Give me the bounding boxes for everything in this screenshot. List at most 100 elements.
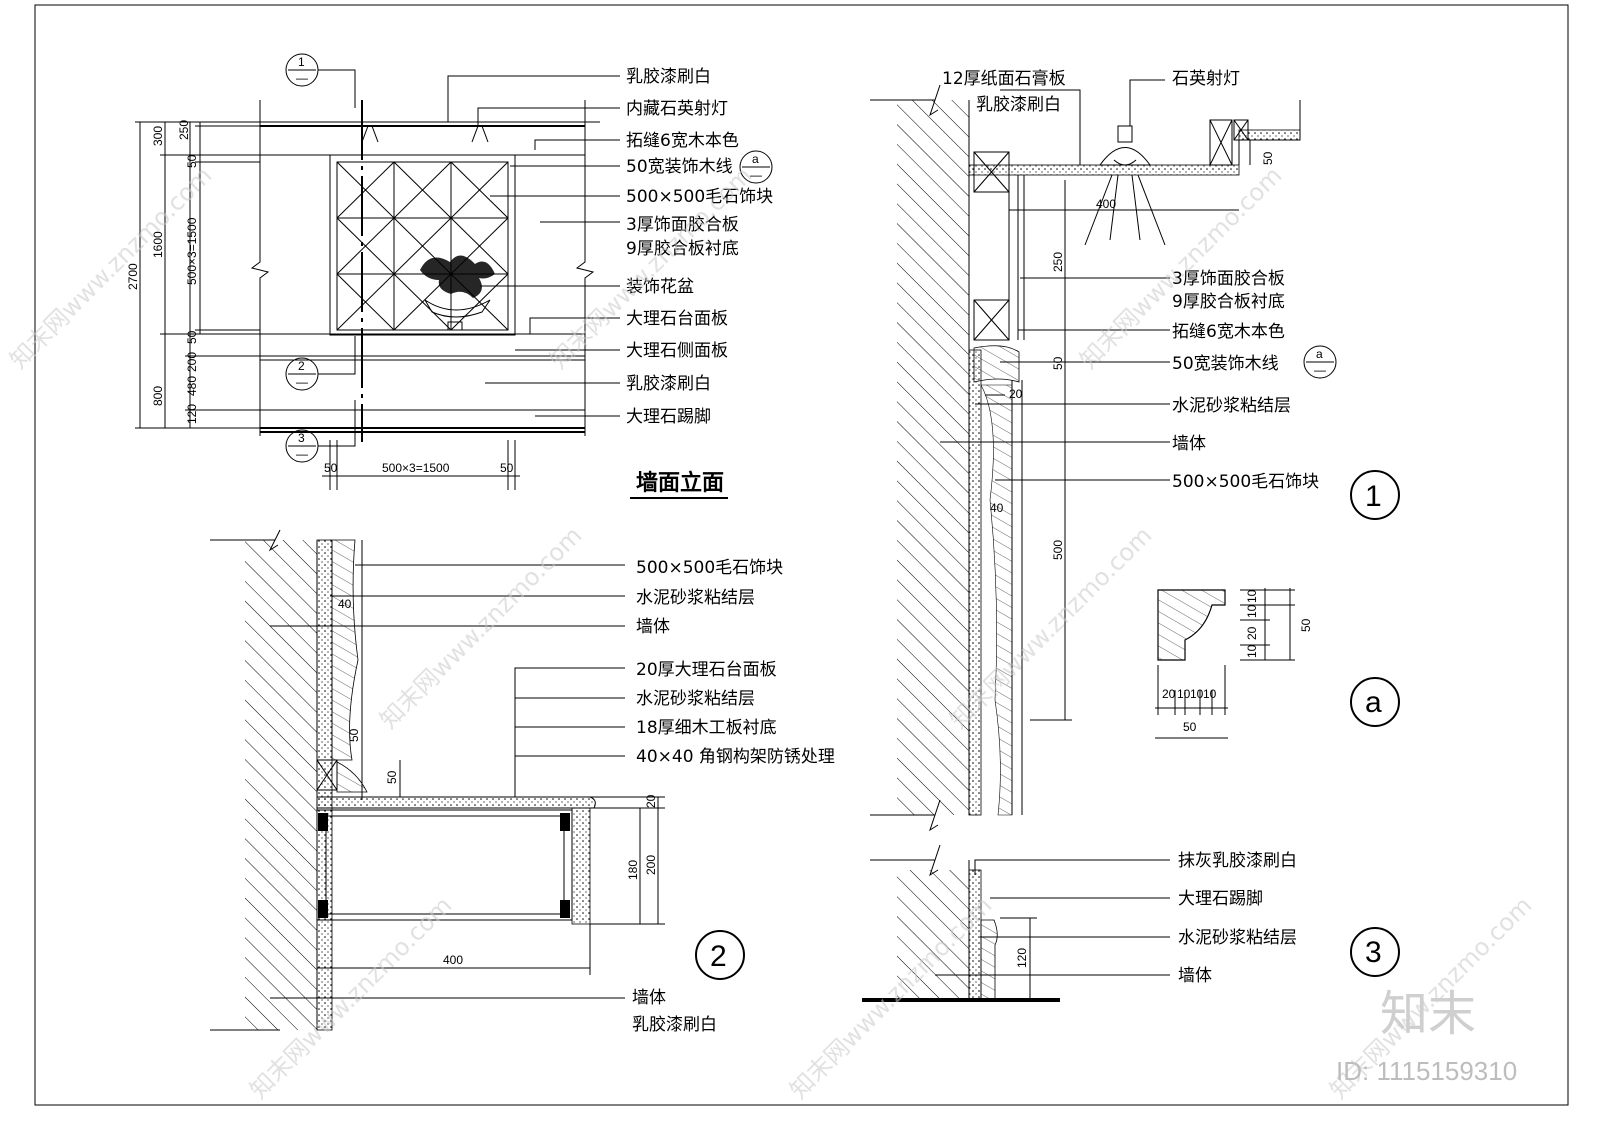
svg-text:400: 400 [1096, 197, 1116, 211]
svg-text:20: 20 [644, 794, 658, 808]
section-1-label: 乳胶漆刷白 [976, 95, 1061, 115]
svg-text:800: 800 [151, 386, 165, 406]
section-1-drawing [870, 79, 1301, 832]
svg-text:20: 20 [1162, 687, 1176, 701]
svg-text:20: 20 [1245, 626, 1259, 640]
svg-text:250: 250 [177, 120, 191, 140]
svg-text:50: 50 [1299, 618, 1313, 632]
detail-marker-a [739, 150, 773, 184]
svg-text:1600: 1600 [151, 231, 165, 258]
section-marker-1 [285, 53, 356, 108]
elevation-label: 乳胶漆刷白 [626, 374, 711, 394]
section-3-number: 3 [1350, 927, 1400, 977]
svg-text:50: 50 [347, 728, 361, 742]
svg-text:2700: 2700 [126, 263, 140, 290]
section-1-label: 500×500毛石饰块 [1172, 472, 1319, 492]
elevation-label: 内藏石英射灯 [626, 99, 728, 119]
elevation-title: 墙面立面 [636, 470, 724, 496]
section-2-drawing [210, 529, 665, 1031]
section-1-number: 1 [1350, 470, 1400, 520]
svg-text:10: 10 [1245, 604, 1259, 618]
svg-text:200: 200 [644, 855, 658, 875]
svg-text:400: 400 [443, 953, 463, 967]
elevation-label: 大理石踢脚 [626, 407, 711, 427]
elevation-label: 拓缝6宽木本色 [626, 131, 739, 151]
marker-1-number: 1 [298, 55, 305, 69]
spotlight-icon [471, 125, 489, 143]
section-1-label: 拓缝6宽木本色 [1172, 322, 1285, 342]
section-2-label-list: 500×500毛石饰块 水泥砂浆粘结层 墙体 20厚大理石台面板 水泥砂浆粘结层… [632, 558, 835, 1035]
svg-text:知末网www.znzmo.com: 知末网www.znzmo.com [374, 521, 587, 734]
svg-text:40: 40 [990, 501, 1004, 515]
detail-a-number: a [1350, 677, 1400, 727]
svg-text:10: 10 [1190, 687, 1204, 701]
section-2-label: 20厚大理石台面板 [636, 660, 777, 680]
brand-logo: 知末 [1380, 986, 1476, 1042]
section-1-label-list: 12厚纸面石膏板 乳胶漆刷白 石英射灯 3厚饰面胶合板 9厚胶合板衬底 拓缝6宽… [942, 68, 1319, 492]
spotlight-icon [361, 125, 379, 143]
svg-text:10: 10 [1203, 687, 1217, 701]
svg-text:180: 180 [626, 860, 640, 880]
section-3-label: 水泥砂浆粘结层 [1178, 928, 1297, 948]
svg-text:知末网www.znzmo.com: 知末网www.znzmo.com [1074, 161, 1287, 374]
svg-text:40: 40 [338, 597, 352, 611]
wall-elevation [135, 100, 600, 490]
section-marker-2 [285, 336, 356, 391]
svg-text:50: 50 [185, 154, 199, 168]
section-3-label: 墙体 [1178, 966, 1212, 986]
section-1-label: 3厚饰面胶合板 [1172, 269, 1285, 289]
detail-a-drawing [1155, 588, 1295, 739]
stone-block-grid [336, 161, 509, 331]
svg-text:480: 480 [185, 376, 199, 396]
svg-text:2: 2 [710, 940, 727, 973]
flower-pot-icon [420, 255, 495, 331]
svg-text:50: 50 [385, 770, 399, 784]
section-2-dimensions: 40 50 50 20 180 200 400 [338, 597, 658, 967]
svg-text:10: 10 [1245, 589, 1259, 603]
elevation-leaders [447, 75, 620, 417]
svg-text:50: 50 [324, 461, 338, 475]
section-3-label-list: 抹灰乳胶漆刷白 大理石踢脚 水泥砂浆粘结层 墙体 [1178, 851, 1297, 986]
marker-2-sheet: — [296, 375, 308, 389]
svg-text:50: 50 [1051, 356, 1065, 370]
section-2-label: 40×40 角钢构架防锈处理 [636, 747, 835, 767]
section-3-drawing [862, 844, 1170, 1002]
svg-text:20: 20 [1009, 387, 1023, 401]
section-3-label: 抹灰乳胶漆刷白 [1178, 851, 1297, 871]
sheet-border [34, 4, 1569, 1106]
section-1-label: 石英射灯 [1172, 69, 1240, 89]
elevation-label: 500×500毛石饰块 [626, 187, 773, 207]
elevation-label-list: 乳胶漆刷白 内藏石英射灯 拓缝6宽木本色 50宽装饰木线 500×500毛石饰块… [626, 67, 773, 427]
section-1-label: 墙体 [1172, 434, 1206, 454]
elevation-label: 50宽装饰木线 [626, 157, 733, 177]
svg-text:500×3=1500: 500×3=1500 [382, 461, 450, 475]
section-1-dimensions: 400 50 250 50 20 40 500 [990, 151, 1275, 560]
section-2-label: 墙体 [632, 988, 666, 1008]
marker-3-number: 3 [298, 431, 305, 445]
svg-text:50: 50 [500, 461, 514, 475]
svg-text:10: 10 [1177, 687, 1191, 701]
section-marker-3 [285, 400, 356, 463]
svg-text:—: — [1314, 363, 1326, 377]
elevation-label: 装饰花盆 [626, 277, 694, 297]
svg-text:300: 300 [151, 126, 165, 146]
svg-text:50: 50 [1261, 151, 1275, 165]
elevation-dimensions: 300 1600 800 2700 250 50 500×3=1500 50 2… [126, 120, 514, 475]
elevation-label: 3厚饰面胶合板 [626, 215, 739, 235]
svg-text:120: 120 [185, 404, 199, 424]
section-2-label: 墙体 [636, 617, 670, 637]
marker-2-number: 2 [298, 359, 305, 373]
quartz-spotlight-icon [1084, 125, 1166, 246]
section-1-label: 9厚胶合板衬底 [1172, 292, 1285, 312]
svg-text:a: a [1365, 686, 1382, 719]
svg-text:50: 50 [185, 330, 199, 344]
svg-text:a: a [1316, 347, 1323, 361]
svg-text:50: 50 [1183, 720, 1197, 734]
section-3-dimension: 120 [1015, 948, 1029, 968]
section-3-label: 大理石踢脚 [1178, 889, 1263, 909]
svg-text:500×3=1500: 500×3=1500 [185, 217, 199, 285]
marker-a-number: a [752, 152, 759, 166]
section-1-label: 12厚纸面石膏板 [942, 68, 1066, 89]
svg-text:1: 1 [1365, 480, 1382, 513]
detail-a-dimensions: 10 10 20 10 50 20 10 10 10 50 [1162, 589, 1313, 734]
